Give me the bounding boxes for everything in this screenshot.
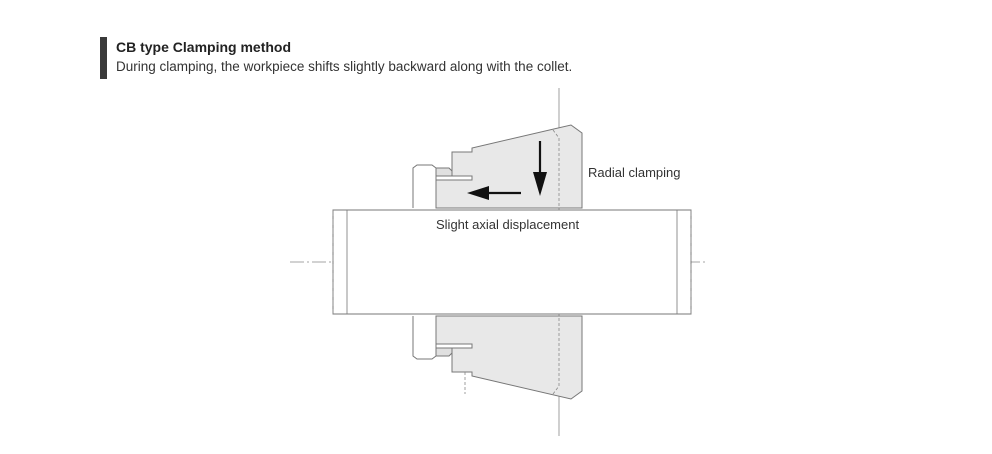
axial-arrow [467, 186, 521, 200]
lower-hook-outline [412, 316, 437, 360]
page-subtitle: During clamping, the workpiece shifts sl… [116, 59, 573, 74]
page-title: CB type Clamping method [116, 39, 292, 55]
radial-clamping-label: Radial clamping [588, 165, 681, 180]
upper-collet [435, 124, 583, 209]
radial-arrow [533, 141, 547, 196]
axial-displacement-label: Slight axial displacement [436, 217, 579, 232]
lower-collet [435, 315, 583, 400]
heading-accent-bar [100, 37, 107, 79]
workpiece-shaft [332, 209, 692, 315]
upper-hook-outline [412, 164, 437, 208]
